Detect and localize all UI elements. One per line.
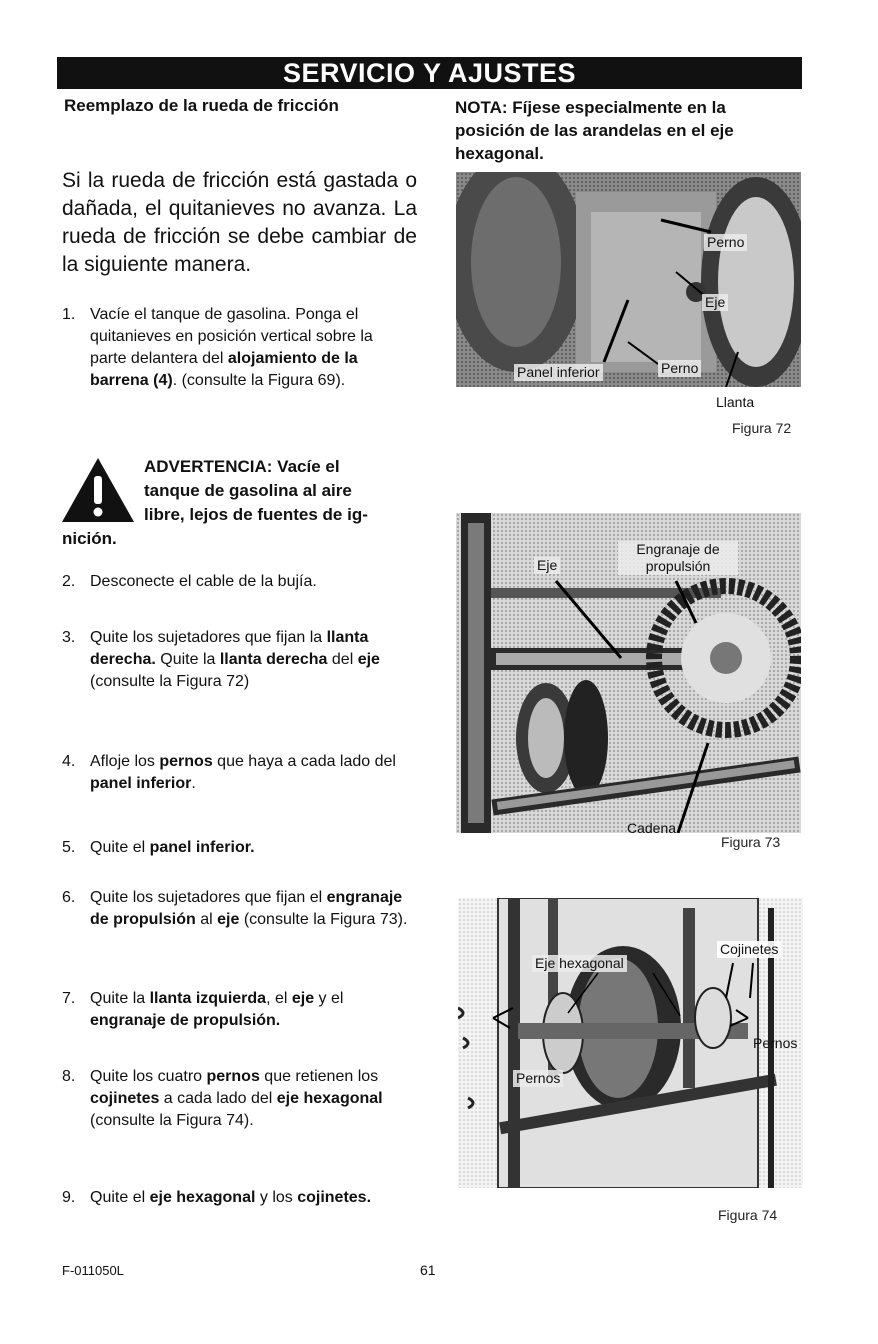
step-text-bold: cojinetes	[90, 1090, 160, 1107]
step-text-segment: (consulte la Figura 72)	[90, 673, 250, 690]
step-text-bold: llanta de­recha	[219, 651, 328, 668]
intro-paragraph: Si la rueda de fricción está gastada o d…	[62, 169, 417, 276]
step-text: Quite los sujetadores que fijan la llant…	[90, 627, 412, 693]
step-text-segment: Quite los sujetadores que fijan la	[90, 629, 327, 646]
step-text-bold: eje hexagonal	[149, 1189, 256, 1206]
warning-line: libre, lejos de fuentes de ig-	[144, 505, 368, 524]
step-text: Quite los sujetadores que fijan el engra…	[90, 887, 412, 931]
figure-73-caption: Figura 73	[721, 834, 781, 850]
label-eje: Eje	[702, 294, 729, 311]
step-text-bold: eje	[217, 911, 240, 928]
warning-line: nición.	[62, 529, 117, 548]
label-panel-inferior: Panel inferior	[514, 364, 603, 381]
step-text-bold: eje hexagonal	[276, 1090, 383, 1107]
label-cojinetes: Cojinetes	[717, 941, 782, 958]
step-text-bold: coji­netes.	[297, 1189, 372, 1206]
step-text-segment: Quite los sujetadores que fijan el	[90, 889, 327, 906]
step-number: 8.	[62, 1068, 76, 1085]
step-number: 6.	[62, 889, 76, 906]
figure-72-caption: Figura 72	[732, 420, 792, 436]
figure-74-image: Eje hexagonal Cojinetes Pernos	[458, 898, 803, 1188]
step-number: 2.	[62, 573, 76, 590]
step-text-segment: . (consulte la Figura 69).	[172, 372, 346, 389]
step-text-segment: (consulte la Figura 74).	[90, 1112, 254, 1129]
step-text-bold: eje	[357, 651, 380, 668]
label-perno-bottom: Perno	[658, 360, 702, 377]
step-text-segment: y los	[255, 1189, 298, 1206]
step-text-segment: , el	[266, 990, 292, 1007]
step-4: 4. Afloje los pernos que haya a cada lado…	[62, 751, 412, 795]
note-paragraph: NOTA: Fíjese especialmente en la posició…	[455, 98, 734, 163]
page-header: SERVICIO Y AJUSTES	[57, 57, 802, 89]
step-text-segment: .	[191, 775, 196, 792]
step-6: 6. Quite los sujetadores que fijan el eng…	[62, 887, 412, 931]
figure-73-image: Eje Engranaje de propulsión	[456, 513, 801, 833]
figure-72-image: Perno Eje Panel inferior Perno	[456, 172, 801, 387]
step-text: Quite la llanta izquierda, el eje y el e…	[90, 988, 412, 1032]
step-text-bold: llanta derecha.	[90, 629, 369, 668]
step-text-bold: engranaje de propulsión	[90, 889, 403, 928]
step-text-segment: Quite el	[90, 839, 150, 856]
step-text-segment: Afloje los	[90, 753, 160, 770]
figure-74-caption: Figura 74	[718, 1207, 778, 1223]
label-llanta: Llanta	[716, 394, 755, 410]
warning-triangle-icon	[62, 458, 134, 522]
step-text-segment: Quite la	[90, 990, 150, 1007]
step-text-segment: al	[195, 911, 218, 928]
step-number: 1.	[62, 306, 76, 323]
footer-code: F-011050L	[62, 1263, 124, 1278]
step-text-bold: pernos	[206, 1068, 260, 1085]
step-text-bold: llanta izquierda	[149, 990, 267, 1007]
step-number: 5.	[62, 839, 76, 856]
label-cadena: Cadena	[627, 820, 677, 836]
step-text-segment: que haya a cada lado del	[212, 753, 396, 770]
step-7: 7. Quite la llanta izquierda, el eje y el…	[62, 988, 412, 1032]
step-text: Afloje los pernos que haya a cada lado d…	[90, 751, 412, 795]
label-pernos-right: Pernos	[753, 1035, 798, 1051]
label-engranaje-de-propulsion: Engranaje de propulsión	[618, 541, 738, 575]
warning-line: ADVERTENCIA: Vacíe el	[144, 457, 340, 476]
step-2: 2. Desconecte el cable de la bujía.	[62, 571, 412, 593]
step-text: Quite el panel inferior.	[90, 837, 412, 859]
step-text-segment: que retie­nen los	[259, 1068, 379, 1085]
step-text-segment: Quite la	[155, 651, 220, 668]
step-9: 9. Quite el eje hexagonal y los coji­nete…	[62, 1187, 412, 1209]
step-text-segment: Quite el	[90, 1189, 150, 1206]
step-text-segment: Vacíe el tanque de gasolina. Ponga el qu…	[90, 306, 373, 367]
step-number: 7.	[62, 990, 76, 1007]
step-3: 3. Quite los sujetadores que fijan la lla…	[62, 627, 412, 693]
step-text: Vacíe el tanque de gasolina. Ponga el qu…	[90, 304, 412, 392]
step-5: 5. Quite el panel inferior.	[62, 837, 412, 859]
step-text-segment: Desconecte el cable de la bujía.	[90, 573, 317, 590]
step-number: 9.	[62, 1189, 76, 1206]
step-text-bold: pernos	[159, 753, 213, 770]
label-perno-top: Perno	[704, 234, 748, 251]
step-text-segment: (consulte la Figura 73).	[239, 911, 408, 928]
step-text-bold: panel inferior.	[149, 839, 255, 856]
step-number: 3.	[62, 629, 76, 646]
step-text-bold: engranaje de propulsión.	[90, 1012, 281, 1029]
page-number: 61	[420, 1262, 436, 1278]
step-text-segment: Quite los cuatro	[90, 1068, 207, 1085]
step-text: Quite los cuatro pernos que retie­nen lo…	[90, 1066, 412, 1132]
step-text: Quite el eje hexagonal y los coji­netes.	[90, 1187, 412, 1209]
step-number: 4.	[62, 753, 76, 770]
label-eje: Eje	[534, 557, 561, 574]
step-text: Desconecte el cable de la bujía.	[90, 571, 412, 593]
step-text-bold: eje	[291, 990, 315, 1007]
label-eje-hexagonal: Eje hexagonal	[532, 955, 627, 972]
step-text-bold: aloja­miento de la barrena (4)	[90, 350, 358, 389]
step-text-segment: del	[327, 651, 358, 668]
section-title: Reemplazo de la rueda de fricción	[64, 96, 339, 115]
step-8: 8. Quite los cuatro pernos que retie­nen …	[62, 1066, 412, 1132]
warning-line: tanque de gasolina al aire	[144, 481, 352, 500]
step-text-segment: y el	[314, 990, 344, 1007]
step-text-segment: a cada lado del	[159, 1090, 277, 1107]
step-1: 1. Vacíe el tanque de gasolina. Ponga el …	[62, 304, 412, 392]
label-pernos-left: Pernos	[513, 1070, 564, 1087]
step-text-bold: panel inferior	[90, 775, 192, 792]
